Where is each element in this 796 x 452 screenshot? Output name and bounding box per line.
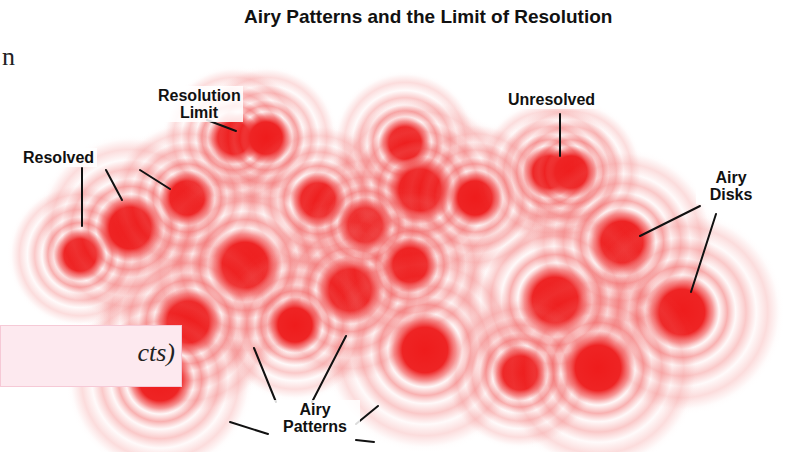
callout-label: Airy Patterns: [270, 400, 360, 436]
fragment-text: n: [2, 42, 15, 72]
airy-pattern: [495, 265, 701, 452]
pink-box: cts): [0, 325, 182, 387]
fragment-text: cts): [137, 338, 175, 368]
callout-label: Unresolved: [505, 90, 598, 109]
leader-lines: [82, 114, 716, 442]
callout-label: Resolution Limit: [155, 86, 243, 122]
callout-label: Resolved: [20, 148, 97, 167]
callout-label: Airy Disks: [696, 168, 766, 204]
title: Airy Patterns and the Limit of Resolutio…: [244, 6, 612, 28]
